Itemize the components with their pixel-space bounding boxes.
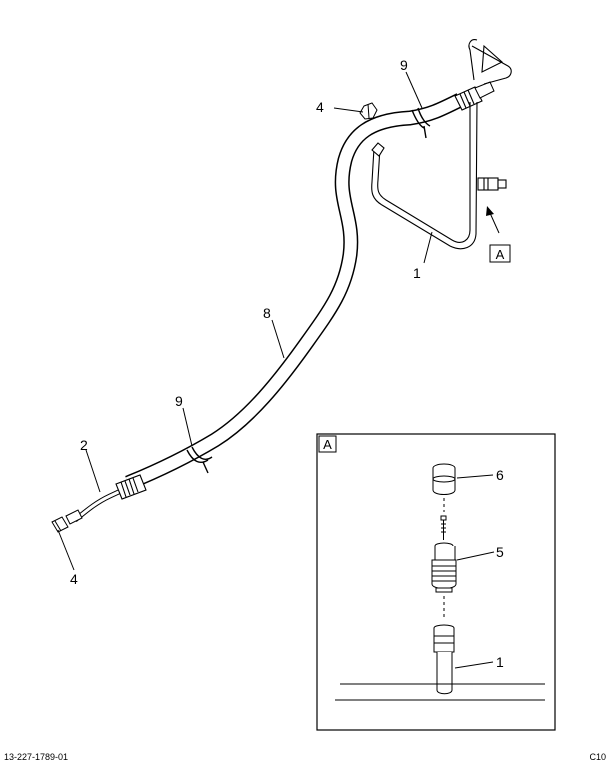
tube-assembly-1 bbox=[371, 39, 512, 250]
view-ref-label: A bbox=[496, 247, 505, 262]
detail-callout-6: 6 bbox=[496, 467, 504, 483]
callout-4-top: 4 bbox=[316, 99, 324, 115]
hose-tube-outline bbox=[125, 93, 464, 490]
detail-callout-1: 1 bbox=[496, 654, 504, 670]
detail-label: A bbox=[323, 437, 332, 452]
hose-tube-fill bbox=[125, 94, 463, 489]
callout-2: 2 bbox=[80, 437, 88, 453]
cap-6 bbox=[432, 463, 456, 495]
detail-callout-5: 5 bbox=[496, 544, 504, 560]
callout-1: 1 bbox=[413, 265, 421, 281]
left-ferrule bbox=[115, 474, 147, 500]
sheet-code: C10 bbox=[589, 752, 606, 761]
callout-9-bottom: 9 bbox=[175, 393, 183, 409]
valve-core-pin bbox=[440, 515, 447, 540]
clamp-top bbox=[411, 107, 431, 139]
port-fitting-1 bbox=[433, 624, 455, 695]
callout-9-top: 9 bbox=[400, 57, 408, 73]
callout-8: 8 bbox=[263, 305, 271, 321]
clamp-bottom bbox=[186, 446, 213, 474]
left-nut bbox=[51, 509, 83, 533]
valve-body-5 bbox=[431, 542, 457, 593]
right-ferrule bbox=[454, 86, 483, 111]
top-nut bbox=[359, 102, 378, 120]
detail-label-box bbox=[318, 435, 337, 453]
drawing-number: 13-227-1789-01 bbox=[4, 752, 68, 761]
callout-4-bottom: 4 bbox=[70, 571, 78, 587]
view-ref-box bbox=[489, 244, 511, 263]
leaders bbox=[57, 71, 433, 571]
view-arrow bbox=[486, 206, 500, 234]
service-port bbox=[477, 177, 507, 191]
hose-assembly bbox=[51, 81, 495, 533]
detail-view-a: A bbox=[316, 433, 556, 731]
